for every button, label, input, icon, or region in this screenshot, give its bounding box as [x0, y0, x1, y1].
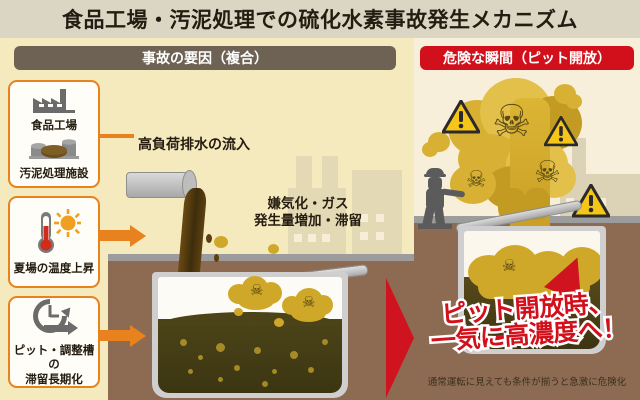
ground-surface [108, 254, 414, 261]
page-title: 食品工場・汚泥処理での硫化水素事故発生メカニズム [62, 9, 578, 32]
bg-factory-window [294, 234, 302, 242]
warning-triangle-icon [544, 116, 578, 147]
label-gas-line1: 嫌気化・ガス [267, 196, 349, 211]
right-panel: 危険な瞬間（ピット開放） ☠ ☠ ☠ [414, 38, 640, 400]
card-label: 夏場の温度上昇 [13, 262, 95, 275]
arrow-stem-3 [100, 330, 130, 341]
gas-bubble [188, 369, 193, 374]
skull-icon: ☠ [502, 258, 517, 275]
arrow-to-pit-2 [130, 225, 146, 247]
card-label-line1: ピット・調整槽の [13, 345, 95, 371]
arrow-stem-2 [100, 230, 130, 241]
label-inflow: 高負荷排水の流入 [138, 136, 250, 152]
discharge-pipe-icon [126, 172, 190, 198]
right-panel-heading: 危険な瞬間（ピット開放） [420, 46, 634, 70]
bg-factory-window [360, 214, 368, 222]
title-bar: 食品工場・汚泥処理での硫化水素事故発生メカニズム [0, 0, 640, 38]
gas-column [510, 98, 550, 248]
bg-factory-window [360, 232, 368, 240]
card-label: 食品工場 [31, 119, 77, 132]
gas-bubble [272, 369, 277, 374]
transition-arrow-icon [386, 278, 414, 398]
left-panel-heading: 事故の要因（複合） [14, 46, 396, 70]
gas-bubble [198, 355, 203, 360]
skull-icon: ☠ [492, 97, 532, 146]
gas-bubble [308, 367, 314, 373]
gas-bubble [254, 347, 261, 354]
effluent-drop [206, 234, 212, 243]
gas-bubble [216, 343, 225, 352]
thermometer-sun-icon [27, 208, 81, 261]
pit-interior: ☠ [464, 231, 600, 349]
gas-bubble [180, 339, 187, 346]
factor-card-retention[interactable]: ピット・調整槽の 滞留長期化 [8, 296, 100, 388]
gas-bubble [218, 377, 223, 382]
arrow-to-pit-3 [130, 325, 146, 347]
clock-arrow-icon [26, 296, 82, 343]
gas-bubble [322, 339, 328, 345]
skull-icon: ☠ [250, 282, 264, 299]
skull-icon: ☠ [466, 166, 487, 192]
gas-bubble [234, 365, 240, 371]
pit-interior [158, 277, 342, 393]
card-label-line2: 滞留長期化 [25, 374, 83, 387]
left-panel: 事故の要因（複合） 食品工場 [0, 38, 414, 400]
connector-line-1 [100, 134, 134, 138]
bg-factory-window [308, 234, 316, 242]
sludge-layer [158, 312, 342, 393]
right-panel-caption: 通常運転に見えても条件が揃うと急激に危険化 [427, 377, 627, 388]
card-sub-label: 汚泥処理施設 [19, 167, 89, 180]
effluent-drop [214, 254, 219, 262]
bg-factory-body [288, 188, 346, 260]
factor-card-food-factory[interactable]: 食品工場 汚泥処理施設 [8, 80, 100, 188]
skull-icon: ☠ [534, 156, 561, 189]
pit-tank-icon: ☠ [458, 226, 606, 354]
warning-triangle-icon [572, 184, 610, 218]
bg-factory-window [376, 232, 384, 240]
bg-factory-window [376, 214, 384, 222]
sludge-tank-icon [29, 138, 79, 166]
skull-icon: ☠ [302, 294, 316, 311]
gas-bubble [262, 381, 268, 387]
label-gas-line2: 発生量増加・滞留 [254, 212, 362, 228]
bg-factory-window [322, 234, 330, 242]
gas-bubble [290, 351, 298, 359]
factory-icon [31, 87, 77, 118]
factor-card-summer-temperature[interactable]: 夏場の温度上昇 [8, 196, 100, 288]
label-gas: 嫌気化・ガス 発生量増加・滞留 [254, 196, 362, 230]
warning-triangle-icon [442, 100, 480, 134]
